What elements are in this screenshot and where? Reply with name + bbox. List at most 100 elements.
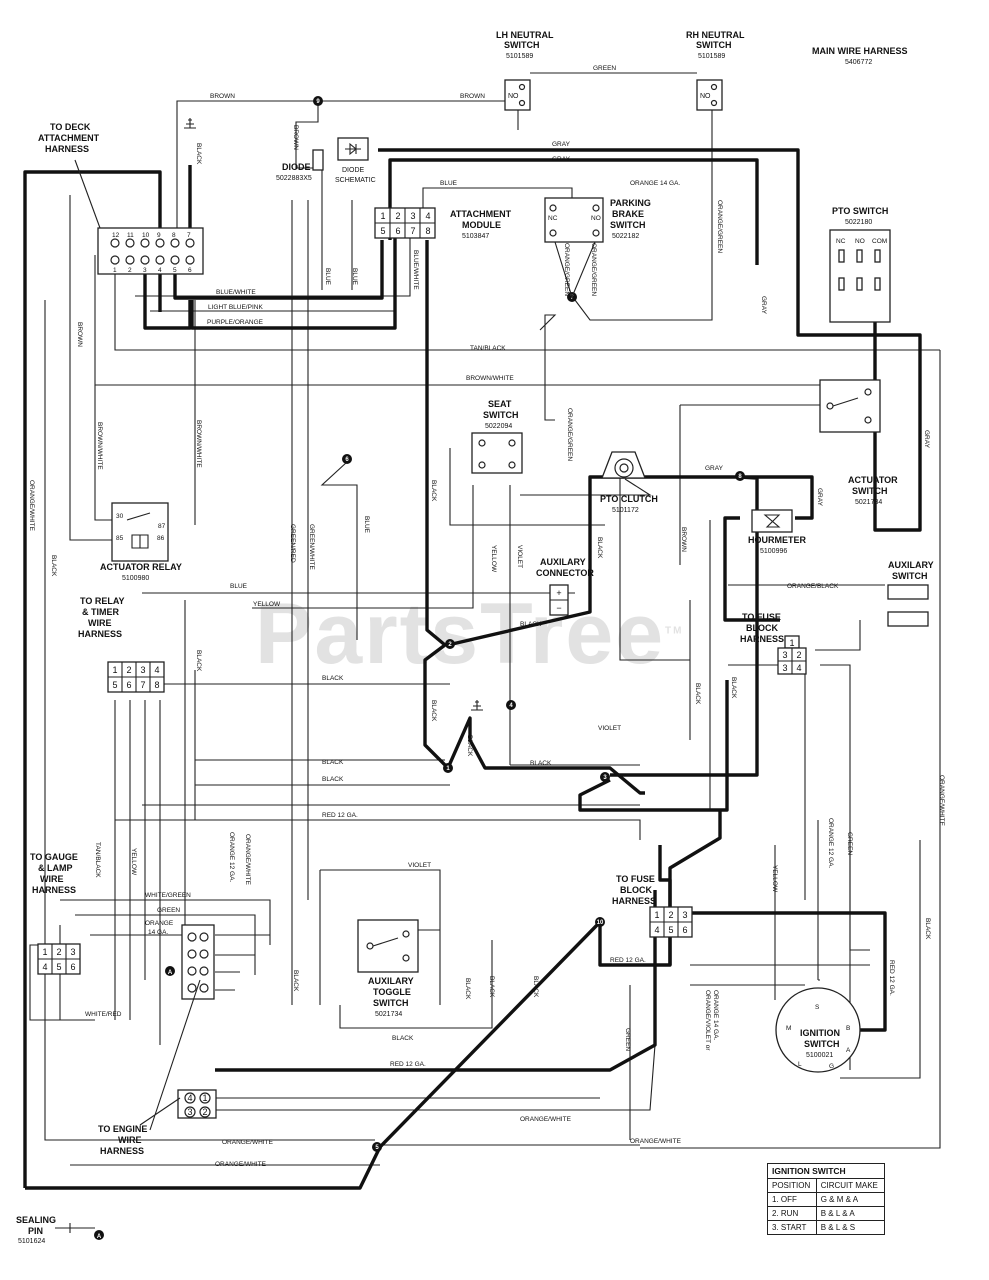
svg-text:ORANGE/GREEN: ORANGE/GREEN — [566, 408, 573, 461]
svg-text:GREEN: GREEN — [157, 907, 180, 914]
auxilary-toggle-switch: AUXILARY TOGGLE SWITCH 5021734 — [357, 919, 419, 1018]
svg-text:ORANGE/WHITE: ORANGE/WHITE — [938, 775, 945, 827]
svg-text:PTO CLUTCH: PTO CLUTCH — [600, 494, 658, 504]
svg-text:BROWN: BROWN — [460, 93, 485, 100]
svg-text:COM: COM — [872, 238, 887, 245]
svg-text:4: 4 — [796, 663, 801, 673]
svg-text:ORANGE/GREEN: ORANGE/GREEN — [590, 243, 597, 296]
sealing-pin: SEALING PIN 5101624 A — [16, 1215, 104, 1245]
svg-text:MODULE: MODULE — [462, 220, 501, 230]
svg-text:GRAY: GRAY — [816, 488, 823, 507]
svg-text:LH NEUTRAL: LH NEUTRAL — [496, 30, 554, 40]
svg-text:IGNITION: IGNITION — [800, 1028, 840, 1038]
svg-text:1: 1 — [446, 766, 450, 772]
svg-text:3: 3 — [70, 947, 75, 957]
svg-text:12: 12 — [112, 232, 120, 239]
svg-text:WIRE: WIRE — [118, 1135, 142, 1145]
svg-text:5100980: 5100980 — [122, 575, 149, 582]
svg-text:8: 8 — [172, 232, 176, 239]
ground-icon — [471, 700, 483, 711]
svg-text:BROWN/WHITE: BROWN/WHITE — [466, 375, 514, 382]
svg-text:BLUE: BLUE — [440, 180, 458, 187]
junction-nodes: 9 7 6 8 2 4 1 3 10 5 — [313, 96, 745, 1152]
svg-text:7: 7 — [187, 232, 191, 239]
svg-text:BLOCK: BLOCK — [620, 885, 652, 895]
svg-text:ORANGE/WHITE: ORANGE/WHITE — [244, 834, 251, 886]
rh-neutral-switch: NO RH NEUTRAL SWITCH 5101589 — [686, 30, 745, 111]
svg-text:9: 9 — [157, 232, 161, 239]
pto-clutch: PTO CLUTCH 5101172 — [600, 451, 658, 514]
svg-text:5: 5 — [380, 226, 385, 236]
svg-text:ORANGE/WHITE: ORANGE/WHITE — [630, 1138, 682, 1145]
svg-text:WIRE: WIRE — [88, 618, 112, 628]
svg-text:5100996: 5100996 — [760, 548, 787, 555]
svg-text:5022094: 5022094 — [485, 423, 512, 430]
svg-text:GREEN: GREEN — [846, 832, 853, 855]
svg-text:ACTUATOR RELAY: ACTUATOR RELAY — [100, 562, 182, 572]
svg-text:BLACK: BLACK — [322, 759, 344, 766]
svg-text:NO: NO — [855, 238, 865, 245]
auxilary-connector: AUXILARY CONNECTOR + − — [536, 557, 594, 616]
svg-text:1: 1 — [42, 947, 47, 957]
svg-text:BLACK: BLACK — [195, 650, 202, 672]
svg-text:TO FUSE: TO FUSE — [616, 874, 655, 884]
thin-wires — [29, 72, 941, 1166]
svg-text:& TIMER: & TIMER — [82, 607, 119, 617]
svg-text:5101172: 5101172 — [612, 507, 639, 514]
svg-text:4: 4 — [187, 1093, 192, 1103]
svg-text:5022883X5: 5022883X5 — [276, 175, 312, 182]
svg-text:ORANGE/WHITE: ORANGE/WHITE — [222, 1139, 274, 1146]
svg-text:TO FUSE: TO FUSE — [742, 612, 781, 622]
svg-text:YELLOW: YELLOW — [253, 601, 281, 608]
node-4: 4 — [506, 700, 516, 710]
lh-neutral-switch: NO LH NEUTRAL SWITCH 5101589 — [496, 30, 554, 111]
svg-text:YELLOW: YELLOW — [771, 865, 778, 893]
svg-text:WHITE/GREEN: WHITE/GREEN — [145, 892, 191, 899]
svg-text:BROWN/WHITE: BROWN/WHITE — [195, 420, 202, 468]
table-header: CIRCUIT MAKE — [815, 1178, 886, 1193]
svg-text:AUXILARY: AUXILARY — [368, 976, 414, 986]
svg-text:10: 10 — [142, 232, 150, 239]
svg-text:ORANGE/WHITE: ORANGE/WHITE — [520, 1116, 572, 1123]
main-harness-label: MAIN WIRE HARNESS 5406772 — [812, 46, 908, 66]
engine-plug-a: A — [165, 924, 215, 1000]
ignition-switch: S B A G L M IGNITION SWITCH 5100021 — [775, 987, 861, 1073]
svg-text:5: 5 — [375, 1145, 379, 1151]
svg-text:1: 1 — [654, 910, 659, 920]
svg-text:B: B — [846, 1025, 850, 1032]
svg-text:SWITCH: SWITCH — [696, 40, 732, 50]
svg-text:3: 3 — [187, 1107, 192, 1117]
svg-text:ORANGE 14 GA.: ORANGE 14 GA. — [630, 180, 680, 187]
svg-text:GREEN/RED: GREEN/RED — [289, 524, 296, 563]
svg-text:WIRE: WIRE — [40, 874, 64, 884]
node-3: 3 — [600, 772, 610, 782]
svg-text:A: A — [97, 1234, 102, 1240]
svg-text:87: 87 — [158, 523, 166, 530]
svg-text:3: 3 — [140, 665, 145, 675]
hourmeter: HOURMETER 5100996 — [748, 509, 806, 555]
node-9: 9 — [313, 96, 323, 106]
svg-text:WHITE/RED: WHITE/RED — [85, 1011, 122, 1018]
svg-text:BLACK: BLACK — [694, 683, 701, 705]
svg-text:BROWN: BROWN — [210, 93, 235, 100]
svg-text:BLOCK: BLOCK — [746, 623, 778, 633]
svg-text:85: 85 — [116, 535, 124, 542]
svg-text:ATTACHMENT: ATTACHMENT — [450, 209, 512, 219]
svg-text:HOURMETER: HOURMETER — [748, 535, 806, 545]
svg-text:1: 1 — [380, 211, 385, 221]
svg-text:GRAY: GRAY — [760, 296, 767, 315]
table-title: IGNITION SWITCH — [767, 1163, 885, 1179]
svg-text:BLACK: BLACK — [924, 918, 931, 940]
svg-text:7: 7 — [140, 680, 145, 690]
svg-text:6: 6 — [682, 925, 687, 935]
wire-brown-diode — [295, 101, 319, 169]
actuator-relay: 30 87 85 86 ACTUATOR RELAY 5100980 — [100, 502, 182, 582]
